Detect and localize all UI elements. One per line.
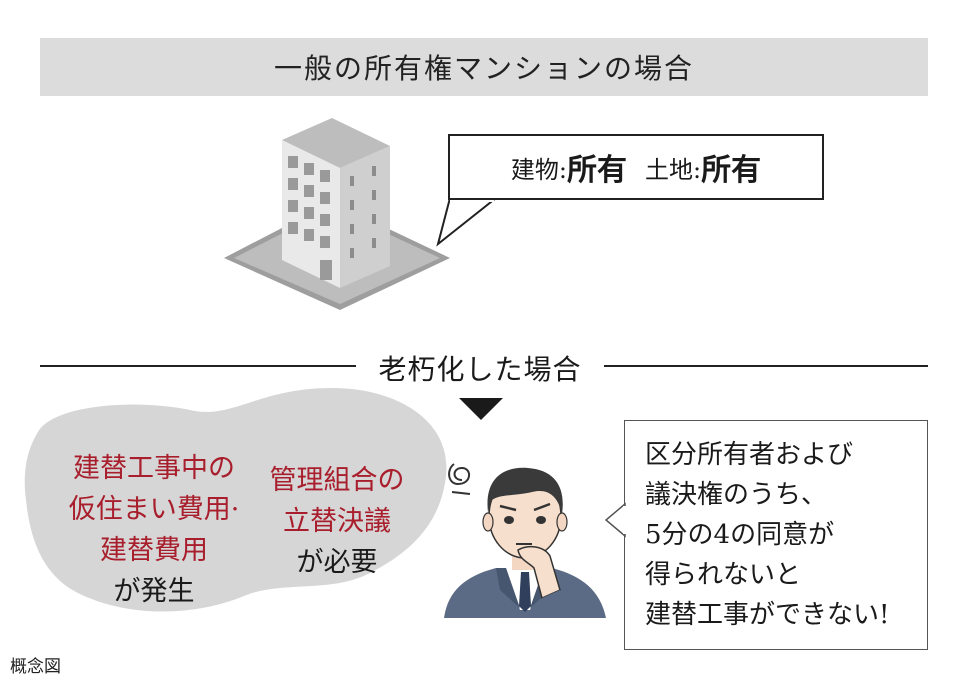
page-title: 一般の所有権マンションの場合 bbox=[273, 52, 694, 85]
land-value: 所有 bbox=[701, 153, 762, 188]
speech-line: 区分所有者および bbox=[645, 440, 854, 470]
speech-bubble: 区分所有者および 議決権のうち、 5分の4の同意が 得られないと 建替工事ができ… bbox=[624, 420, 928, 650]
speech-tail-top bbox=[436, 197, 499, 247]
speech-line: 議決権のうち、 bbox=[645, 480, 828, 510]
section-label: 老朽化した場合 bbox=[378, 353, 582, 386]
ownership-bubble: 建物:所有土地:所有 bbox=[448, 134, 824, 200]
cost-note-line4: が発生 bbox=[113, 576, 195, 607]
divider-right bbox=[604, 365, 928, 367]
caption: 概念図 bbox=[10, 657, 61, 677]
businessman-icon bbox=[444, 463, 606, 618]
speech-line: 5分の4の同意が bbox=[645, 520, 835, 550]
cloud-shape bbox=[24, 388, 447, 612]
building-label: 建物: bbox=[510, 155, 567, 184]
confused-icon bbox=[448, 463, 471, 495]
divider-left bbox=[40, 365, 356, 367]
rebuild-note: 管理組合の 立替決議 が必要 bbox=[262, 460, 412, 583]
title-bar: 一般の所有権マンションの場合 bbox=[40, 38, 928, 96]
cost-note-line2: 仮住まい費用· bbox=[68, 494, 240, 525]
rebuild-note-line1: 管理組合の bbox=[269, 465, 405, 496]
cost-note-line1: 建替工事中の bbox=[73, 453, 235, 484]
rebuild-note-line3: が必要 bbox=[296, 547, 378, 578]
rebuild-note-line2: 立替決議 bbox=[283, 506, 391, 537]
speech-line: 得られないと bbox=[645, 560, 802, 590]
building-value: 所有 bbox=[567, 153, 627, 188]
building-icon bbox=[224, 118, 450, 310]
speech-line: 建替工事ができない! bbox=[645, 600, 890, 630]
cost-note: 建替工事中の 仮住まい費用· 建替費用 が発生 bbox=[54, 448, 254, 612]
arrow-down-icon bbox=[459, 398, 503, 420]
land-label: 土地: bbox=[645, 155, 702, 184]
cost-note-line3: 建替費用 bbox=[100, 535, 208, 566]
speech-tail-right bbox=[604, 502, 627, 538]
